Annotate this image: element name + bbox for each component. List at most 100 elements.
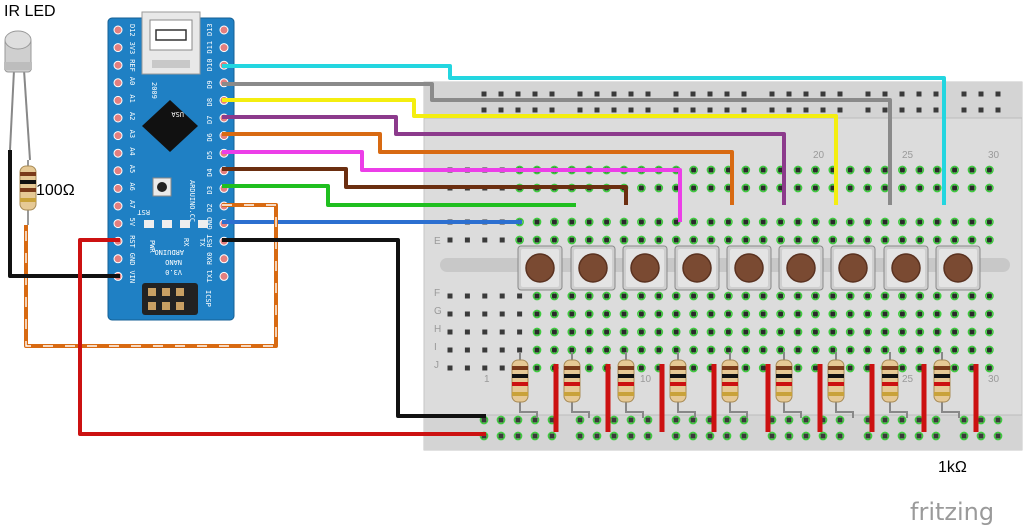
arduino-version: V3.0 bbox=[165, 268, 182, 276]
row-letter-g: G bbox=[434, 306, 442, 317]
column-number-20: 20 bbox=[813, 150, 825, 161]
ir-led-label: IR LED bbox=[4, 3, 56, 20]
wire-yellow-d9 bbox=[222, 98, 838, 205]
tx-label: TX bbox=[198, 238, 206, 247]
pin-label-left: A0 bbox=[128, 77, 136, 85]
push-button-4[interactable] bbox=[674, 245, 720, 291]
column-number-30-bottom: 30 bbox=[988, 374, 1000, 385]
pin-label-right: D13 bbox=[206, 23, 214, 36]
pin-label-left: A1 bbox=[128, 94, 136, 102]
pin-label-right: D4 bbox=[206, 168, 214, 176]
pin-label-right: D2 bbox=[206, 204, 214, 212]
pin-label-left: 5V bbox=[128, 218, 136, 227]
pin-label-right: RX0 bbox=[206, 252, 214, 265]
pin-label-left: A6 bbox=[128, 182, 136, 190]
wire-orange-d7 bbox=[222, 132, 734, 205]
pin-label-left: VIN bbox=[128, 270, 136, 283]
wire-gray-d10 bbox=[222, 82, 892, 205]
ir-led bbox=[4, 30, 32, 161]
resistor-1k-7 bbox=[827, 352, 854, 418]
column-number-25: 25 bbox=[902, 150, 914, 161]
pin-label-right: D7 bbox=[206, 116, 214, 124]
resistor-1k-9 bbox=[933, 352, 960, 418]
wire-purple-d8 bbox=[222, 115, 786, 205]
column-number-30: 30 bbox=[988, 150, 1000, 161]
pin-label-right: D10 bbox=[206, 59, 214, 72]
wire-magenta-d6 bbox=[222, 150, 682, 222]
pin-label-left: A3 bbox=[128, 130, 136, 138]
pin-label-left: A7 bbox=[128, 200, 136, 208]
resistor-1k-6 bbox=[775, 352, 802, 418]
resistor-1k-8 bbox=[881, 352, 908, 418]
wire-green-d4 bbox=[222, 184, 576, 207]
pin-label-left: RST bbox=[128, 235, 136, 248]
arduino-model: NANO bbox=[165, 258, 182, 266]
resistor-1k-4 bbox=[669, 352, 696, 418]
resistor-1k-label: 1kΩ bbox=[938, 459, 967, 476]
push-button-5[interactable] bbox=[726, 245, 772, 291]
push-button-3[interactable] bbox=[622, 245, 668, 291]
push-buttons bbox=[517, 245, 981, 291]
push-button-8[interactable] bbox=[883, 245, 929, 291]
site-text: ARDUINO.CC bbox=[188, 180, 196, 222]
row-letter-f: F bbox=[434, 288, 440, 299]
wire-brown-d5 bbox=[222, 167, 628, 205]
pin-label-right: D6 bbox=[206, 133, 214, 141]
pin-label-left: D12 bbox=[128, 24, 136, 37]
push-button-2[interactable] bbox=[570, 245, 616, 291]
column-number-1: 1 bbox=[484, 374, 490, 385]
wire-black-ir-gnd bbox=[8, 150, 120, 278]
pwr-label: PWR bbox=[148, 240, 156, 253]
push-button-9[interactable] bbox=[935, 245, 981, 291]
wire-red-5v bbox=[78, 238, 486, 436]
usa-text: USA bbox=[171, 110, 184, 118]
wires bbox=[8, 64, 946, 436]
resistor-1k-3 bbox=[617, 352, 644, 418]
resistor-100-label: 100Ω bbox=[36, 182, 75, 199]
push-button-7[interactable] bbox=[830, 245, 876, 291]
resistor-100-ohm bbox=[19, 160, 37, 225]
pin-label-right: D9 bbox=[206, 80, 214, 88]
pin-label-right: D8 bbox=[206, 98, 214, 106]
row-letter-i: I bbox=[434, 342, 437, 353]
pin-label-right: D5 bbox=[206, 151, 214, 159]
icsp-label: ICSP bbox=[204, 290, 212, 307]
resistor-1k-5 bbox=[721, 352, 748, 418]
pin-label-left: A5 bbox=[128, 165, 136, 173]
wire-orange-ir-dash bbox=[25, 204, 277, 347]
resistor-1k-2 bbox=[563, 352, 590, 418]
pin-label-right: RST bbox=[206, 234, 214, 247]
wire-cyan-d11 bbox=[222, 64, 946, 205]
pin-label-left: GND bbox=[128, 253, 136, 266]
reset-button-icon[interactable] bbox=[157, 182, 167, 192]
pin-label-left: 3V3 bbox=[128, 42, 136, 55]
microcontroller-chip bbox=[142, 100, 198, 152]
column-number-25-bottom: 25 bbox=[902, 374, 914, 385]
year-text: 2009 bbox=[150, 82, 158, 99]
column-number-10: 10 bbox=[640, 374, 652, 385]
rst-label: RST bbox=[137, 208, 150, 216]
pin-label-right: GND bbox=[206, 217, 214, 230]
row-letter-j: J bbox=[434, 360, 439, 371]
push-button-6[interactable] bbox=[778, 245, 824, 291]
power-jumpers bbox=[553, 364, 979, 432]
row-letter-e: E bbox=[434, 236, 441, 247]
row-letter-h: H bbox=[434, 324, 441, 335]
wire-black-gnd bbox=[222, 238, 486, 418]
fritzing-logo: fritzing bbox=[910, 498, 994, 526]
rx-label: RX bbox=[182, 238, 190, 247]
pin-label-left: REF bbox=[128, 59, 136, 72]
pin-label-left: A4 bbox=[128, 147, 136, 155]
pin-label-right: D11 bbox=[206, 41, 214, 54]
pin-label-right: D3 bbox=[206, 186, 214, 194]
push-button-1[interactable] bbox=[517, 245, 563, 291]
resistors-1k bbox=[511, 352, 960, 418]
pin-label-left: A2 bbox=[128, 112, 136, 120]
arduino-name: ARDUINO bbox=[154, 248, 184, 256]
resistor-1k-1 bbox=[511, 352, 538, 418]
pin-label-right: TX1 bbox=[206, 270, 214, 283]
breadboard-holes bbox=[447, 91, 1003, 441]
